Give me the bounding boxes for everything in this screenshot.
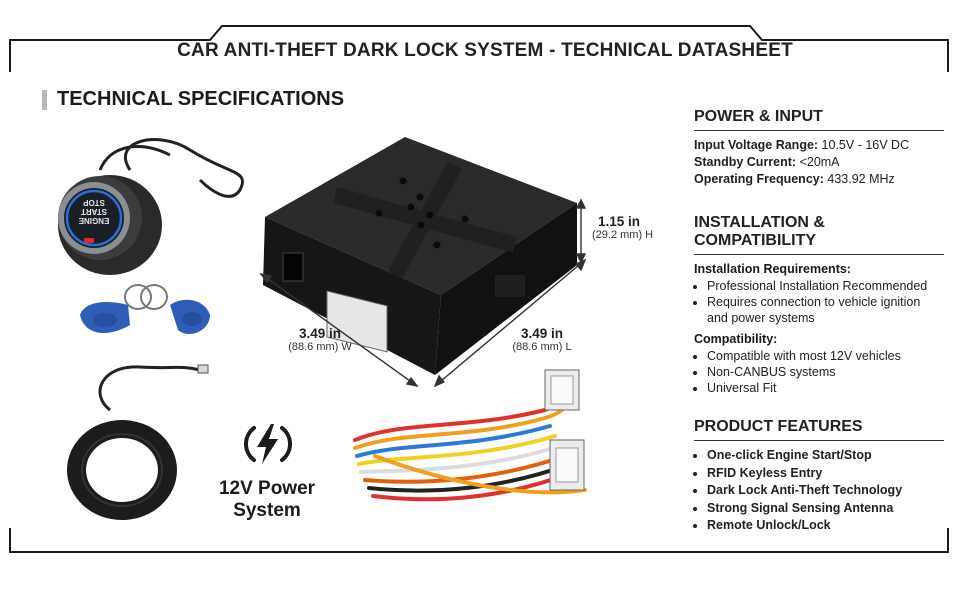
length-sub: (88.6 mm) L: [512, 341, 572, 353]
height-sub: (29.2 mm) H: [592, 229, 654, 241]
length-main: 3.49 in: [520, 326, 564, 341]
power-input-row: Operating Frequency: 433.92 MHz: [694, 171, 944, 188]
list-item: Dark Lock Anti-Theft Technology: [707, 482, 944, 500]
width-main: 3.49 in: [298, 326, 342, 341]
width-sub: (88.6 mm) W: [288, 341, 352, 353]
height-dimension-label: 1.15 in (29.2 mm) H: [592, 214, 682, 241]
lightning-bolt-icon: [244, 424, 292, 464]
power-input-row-label: Standby Current:: [694, 155, 797, 169]
length-dimension-label: 3.49 in (88.6 mm) L: [492, 326, 592, 353]
list-item: Requires connection to vehicle ignition …: [707, 294, 944, 326]
power-input-row: Input Voltage Range: 10.5V - 16V DC: [694, 137, 944, 154]
installation-req-label: Installation Requirements:: [694, 262, 851, 276]
power-input-row-value: 10.5V - 16V DC: [818, 138, 910, 152]
button-text-start: START: [80, 207, 108, 216]
installation-section: INSTALLATION & COMPATIBILITY Installatio…: [694, 214, 944, 396]
control-module-box-image: [263, 137, 577, 375]
start-stop-button-text: ENGINE START STOP: [68, 198, 120, 225]
start-stop-button-image: [58, 138, 244, 275]
installation-heading: INSTALLATION & COMPATIBILITY: [694, 214, 944, 255]
compat-label: Compatibility:: [694, 332, 778, 346]
list-item: Non-CANBUS systems: [707, 364, 944, 380]
rfid-key-fobs-image: [80, 284, 210, 335]
features-heading: PRODUCT FEATURES: [694, 418, 944, 441]
list-item: Universal Fit: [707, 380, 944, 396]
width-dimension-label: 3.49 in (88.6 mm) W: [270, 326, 370, 353]
antenna-ring-image: [67, 364, 209, 520]
features-section: PRODUCT FEATURES One-click Engine Start/…: [694, 418, 944, 535]
list-item: Professional Installation Recommended: [707, 278, 944, 294]
power-input-heading: POWER & INPUT: [694, 108, 944, 131]
section-heading: TECHNICAL SPECIFICATIONS: [42, 88, 344, 111]
list-item: Strong Signal Sensing Antenna: [707, 500, 944, 518]
specs-column: POWER & INPUT Input Voltage Range: 10.5V…: [694, 108, 944, 535]
dimension-lines: [259, 198, 587, 388]
wire-harness-image: [353, 369, 587, 502]
button-text-engine: ENGINE: [78, 216, 110, 225]
list-item: Compatible with most 12V vehicles: [707, 348, 944, 364]
datasheet-title: CAR ANTI-THEFT DARK LOCK SYSTEM - TECHNI…: [177, 40, 793, 61]
power-input-row-label: Input Voltage Range:: [694, 138, 819, 152]
power-input-row: Standby Current: <20mA: [694, 154, 944, 171]
power-input-row-label: Operating Frequency:: [694, 172, 824, 186]
section-heading-text: TECHNICAL SPECIFICATIONS: [57, 88, 345, 110]
power-system-line1: 12V Power: [218, 478, 316, 499]
power-input-row-value: 433.92 MHz: [823, 172, 895, 186]
section-heading-bar: [42, 89, 47, 110]
power-input-section: POWER & INPUT Input Voltage Range: 10.5V…: [694, 108, 944, 188]
installation-req-list: Professional Installation Recommended Re…: [694, 278, 944, 326]
list-item: One-click Engine Start/Stop: [707, 447, 944, 465]
compat-list: Compatible with most 12V vehicles Non-CA…: [694, 348, 944, 396]
list-item: RFID Keyless Entry: [707, 465, 944, 483]
list-item: Remote Unlock/Lock: [707, 517, 944, 535]
button-text-stop: STOP: [83, 198, 105, 207]
power-system-line2: System: [233, 500, 301, 521]
power-input-row-value: <20mA: [796, 155, 840, 169]
height-main: 1.15 in: [598, 214, 641, 229]
features-list: One-click Engine Start/Stop RFID Keyless…: [694, 447, 944, 535]
power-system-label: 12V Power System: [212, 478, 322, 522]
